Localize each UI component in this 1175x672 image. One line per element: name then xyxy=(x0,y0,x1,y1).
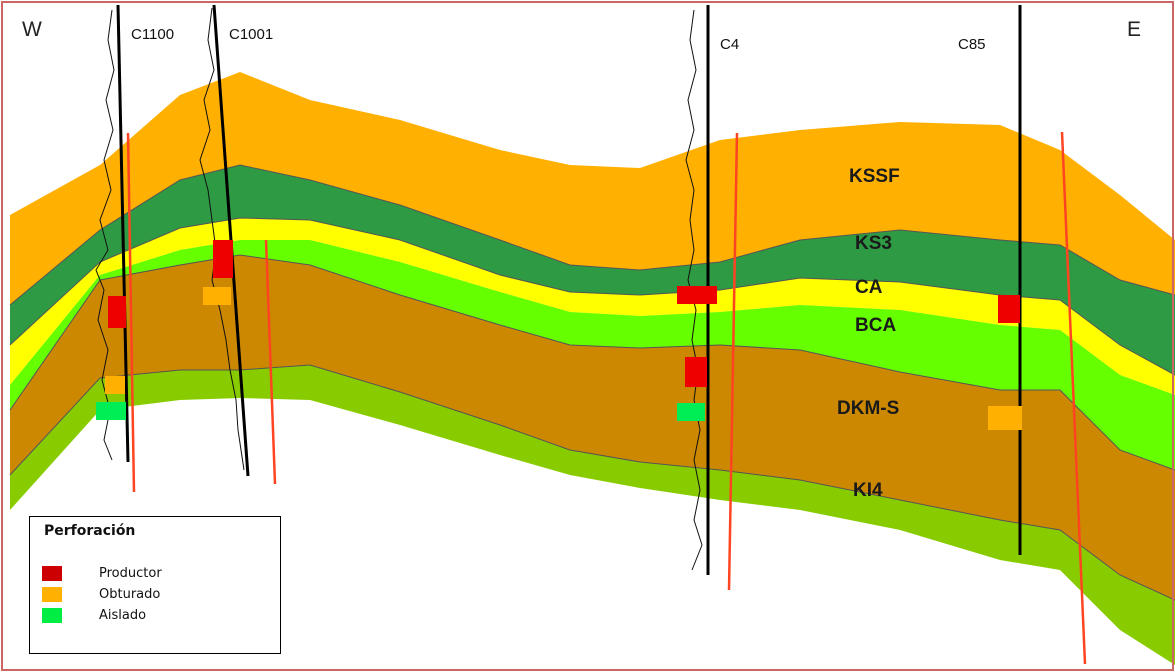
well-label-c85: C85 xyxy=(958,36,986,53)
legend-label-productor: Productor xyxy=(99,566,162,581)
perforation-obturado xyxy=(203,287,231,305)
layer-boundaries xyxy=(9,164,1175,601)
perforation-aislado xyxy=(677,403,705,421)
layer-label-dkms: DKM-S xyxy=(837,398,899,419)
legend: Perforación Productor Obturado Aislado xyxy=(29,516,281,654)
layer-label-ks3: KS3 xyxy=(855,233,892,254)
perforation-obturado xyxy=(105,376,125,394)
legend-swatch-obturado xyxy=(42,587,62,602)
layer-kssf-body xyxy=(10,72,1175,305)
perforation-aislado xyxy=(96,402,126,420)
layer-label-bca: BCA xyxy=(855,315,896,336)
legend-item-obturado: Obturado xyxy=(42,586,272,606)
log-curve-c1001 xyxy=(199,7,245,471)
legend-swatch-aislado xyxy=(42,608,62,623)
perforation-productor xyxy=(685,357,707,387)
layer-ks3-body xyxy=(10,165,1175,375)
layer-bca-body xyxy=(10,240,1175,470)
layer-label-ki4: KI4 xyxy=(853,480,883,501)
perforation-productor xyxy=(108,296,126,328)
wellbore-c1100 xyxy=(116,4,130,463)
legend-label-aislado: Aislado xyxy=(99,608,147,623)
legend-item-productor: Productor xyxy=(42,565,272,585)
well-label-c1100: C1100 xyxy=(131,26,174,43)
legend-label-obturado: Obturado xyxy=(99,587,161,602)
layer-ca-body xyxy=(10,218,1175,395)
layer-label-ca: CA xyxy=(855,277,883,298)
log-curve-c1100 xyxy=(95,9,115,461)
perforation-productor xyxy=(998,295,1020,323)
legend-title: Perforación xyxy=(44,523,136,539)
perforations xyxy=(96,240,1022,430)
layer-label-kssf: KSSF xyxy=(849,166,900,187)
fault-2 xyxy=(264,239,277,485)
well-label-c1001: C1001 xyxy=(229,26,273,43)
fault-4 xyxy=(1060,131,1087,665)
layer-dkms-body xyxy=(10,255,1175,600)
perforation-obturado xyxy=(988,406,1022,430)
perforation-productor xyxy=(213,240,233,278)
legend-item-aislado: Aislado xyxy=(42,607,272,627)
fault-1 xyxy=(126,132,136,493)
east-label: E xyxy=(1127,18,1141,41)
fault-3 xyxy=(727,132,739,591)
legend-swatch-productor xyxy=(42,566,62,581)
perforation-productor xyxy=(677,286,717,304)
well-label-c4: C4 xyxy=(720,36,739,53)
faults xyxy=(126,131,1087,665)
west-label: W xyxy=(22,18,42,41)
